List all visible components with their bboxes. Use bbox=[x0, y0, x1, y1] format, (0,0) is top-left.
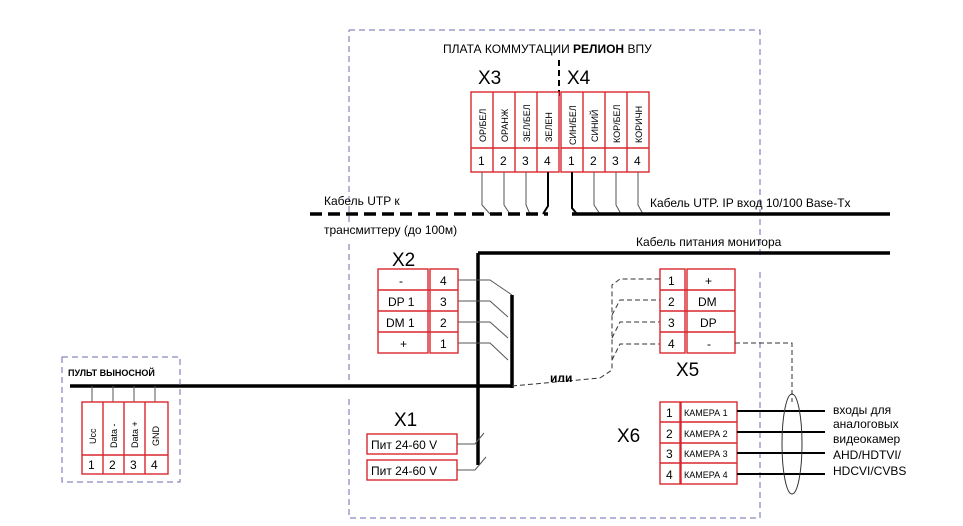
x5-pin-4: 4 bbox=[668, 337, 675, 351]
video-inputs-line-3: видеокамер bbox=[833, 432, 901, 446]
remote-signal-1: Ucc bbox=[88, 428, 98, 444]
x4-pin-3: 3 bbox=[612, 154, 619, 168]
camera-cable-bundle bbox=[781, 393, 803, 495]
x4-wire-line-2 bbox=[593, 172, 601, 215]
x5-dash-wire-2 bbox=[611, 299, 660, 316]
x2-pin-3: 2 bbox=[440, 316, 447, 330]
x4-wire-line-4 bbox=[637, 172, 644, 215]
x6-cam-3: КАМЕРА 3 bbox=[684, 449, 728, 459]
x4-label: X4 bbox=[567, 68, 591, 89]
x5-dash-wire-3 bbox=[611, 321, 660, 339]
x6-label: X6 bbox=[617, 426, 640, 447]
x6-pin-2: 2 bbox=[666, 427, 673, 441]
x2-signal-3: DM 1 bbox=[386, 316, 415, 330]
x4-pin-1: 1 bbox=[568, 154, 575, 168]
remote-signal-3: Data + bbox=[130, 421, 140, 448]
x5-pin-2: 2 bbox=[668, 295, 675, 309]
x6-pin-4: 4 bbox=[666, 468, 673, 482]
remote-connector: Ucc Data - Data + GND 1 2 3 4 bbox=[81, 401, 169, 475]
x4-wire-1: СИН/БЕЛ bbox=[568, 105, 578, 145]
x1-label: X1 bbox=[394, 410, 417, 431]
x6-cam-4: КАМЕРА 4 bbox=[684, 470, 728, 480]
x5-signal-4: - bbox=[707, 337, 711, 351]
x4-connector: СИН/БЕЛ СИНИЙ КОР/БЕЛ КОРИЧН 1 2 3 4 bbox=[560, 91, 650, 173]
x1-connector: Пит 24-60 V Пит 24-60 V bbox=[366, 433, 458, 481]
x2-label: X2 bbox=[392, 250, 415, 271]
x4-wire-line-3 bbox=[615, 172, 622, 215]
x3-wire-3: ЗЕЛ/БЕЛ bbox=[522, 104, 532, 142]
x3-wire-line-4 bbox=[542, 172, 549, 215]
x6-connector: 1 2 3 4 КАМЕРА 1 КАМЕРА 2 КАМЕРА 3 КАМЕР… bbox=[659, 401, 738, 485]
utp-left-label-2: трансмиттеру (до 100м) bbox=[324, 223, 457, 237]
x3-wire-line-3 bbox=[525, 172, 531, 215]
remote-pin-3: 3 bbox=[130, 458, 137, 472]
x3-wire-line-2 bbox=[503, 172, 511, 215]
x3-wire-line-1 bbox=[481, 172, 491, 215]
video-inputs-line-4: AHD/HDTVI/ bbox=[833, 448, 902, 462]
x3-pin-3: 3 bbox=[522, 154, 529, 168]
x5-dashed-link bbox=[511, 377, 601, 387]
x4-wire-4: КОРИЧН bbox=[634, 106, 644, 143]
x3-wire-4: ЗЕЛЕН bbox=[544, 112, 554, 142]
remote-outline bbox=[61, 356, 181, 483]
monitor-power-label: Кабель питания монитора bbox=[636, 235, 782, 249]
x3-pin-2: 2 bbox=[500, 154, 507, 168]
remote-pin-4: 4 bbox=[151, 458, 158, 472]
x2-signal-2: DP 1 bbox=[388, 295, 415, 309]
remote-signal-4: GND bbox=[151, 426, 161, 447]
x2-wire-1 bbox=[458, 279, 513, 296]
x5-dash-wire-4 bbox=[611, 343, 660, 361]
x4-wire-2: СИНИЙ bbox=[589, 110, 600, 142]
utp-left-label-1: Кабель UTP к bbox=[324, 194, 400, 208]
x6-pin-1: 1 bbox=[666, 406, 673, 420]
x2-pin-1: 4 bbox=[440, 274, 447, 288]
x5-label: X5 bbox=[676, 360, 699, 381]
remote-pin-1: 1 bbox=[88, 458, 95, 472]
video-inputs-line-2: аналоговых bbox=[833, 417, 899, 431]
video-inputs-line-1: входы для bbox=[833, 403, 891, 417]
or-label: или bbox=[550, 371, 572, 385]
board-outline bbox=[348, 29, 761, 519]
x2-wire-3 bbox=[458, 321, 509, 339]
x6-pin-3: 3 bbox=[666, 447, 673, 461]
x2-wire-2 bbox=[458, 300, 509, 318]
x3-connector: ОР/БЕЛ ОРАНЖ ЗЕЛ/БЕЛ ЗЕЛЕН 1 2 3 4 bbox=[470, 91, 560, 173]
x3-pin-4: 4 bbox=[544, 154, 551, 168]
x5-signal-1: + bbox=[705, 274, 712, 288]
x6-cam-1: КАМЕРА 1 bbox=[684, 408, 728, 418]
x6-cam-2: КАМЕРА 2 bbox=[684, 429, 728, 439]
video-inputs-line-5: HDCVI/CVBS bbox=[833, 464, 906, 478]
x4-wire-line-1 bbox=[571, 172, 578, 215]
x2-signal-4: + bbox=[400, 337, 407, 351]
x3-wire-1: ОР/БЕЛ bbox=[478, 109, 488, 142]
x3-label: X3 bbox=[478, 68, 501, 89]
x1-wire-1 bbox=[457, 432, 485, 445]
x2-signal-1: - bbox=[399, 274, 403, 288]
board-title: ПЛАТА КОММУТАЦИИ РЕЛИОН ВПУ bbox=[443, 42, 652, 56]
remote-title: ПУЛЬТ ВЫНОСНОЙ bbox=[68, 367, 155, 378]
utp-right-label: Кабель UTP. IP вход 10/100 Base-Tx bbox=[650, 196, 851, 210]
x2-connector: - DP 1 DM 1 + 4 3 2 1 bbox=[377, 268, 459, 354]
x3-pin-1: 1 bbox=[478, 154, 485, 168]
x5-to-camera-link bbox=[735, 342, 793, 402]
x1-wire-2 bbox=[457, 456, 487, 471]
x4-wire-3: КОР/БЕЛ bbox=[612, 104, 622, 143]
x5-signal-3: DP bbox=[700, 316, 717, 330]
x5-pin-3: 3 bbox=[668, 316, 675, 330]
x1-row-2: Пит 24-60 V bbox=[371, 464, 437, 478]
x5-dash-wire-1 bbox=[599, 278, 660, 379]
remote-signal-2: Data - bbox=[109, 423, 119, 448]
x2-pin-2: 3 bbox=[440, 295, 447, 309]
x3-wire-2: ОРАНЖ bbox=[500, 108, 510, 142]
x5-signal-2: DM bbox=[698, 295, 717, 309]
x5-connector: 1 2 3 4 + DM DP - bbox=[659, 268, 736, 354]
x2-pin-4: 1 bbox=[440, 337, 447, 351]
x2-wire-4 bbox=[458, 342, 509, 361]
x1-row-1: Пит 24-60 V bbox=[371, 438, 437, 452]
x4-pin-2: 2 bbox=[590, 154, 597, 168]
remote-pin-2: 2 bbox=[109, 458, 116, 472]
x5-pin-1: 1 bbox=[668, 274, 675, 288]
x4-pin-4: 4 bbox=[634, 154, 641, 168]
